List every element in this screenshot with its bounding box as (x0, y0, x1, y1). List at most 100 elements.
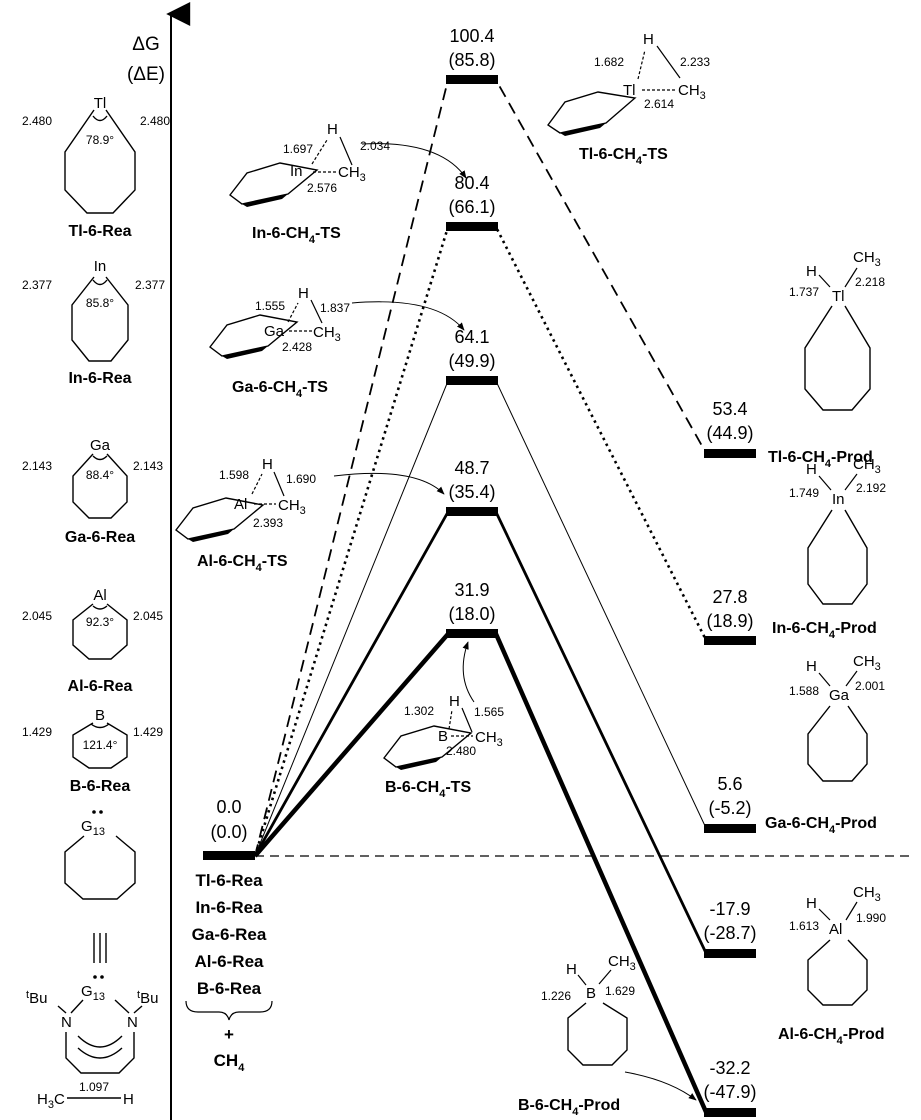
in-ts-h: H (327, 121, 338, 138)
tl-ts-atom: Tl (623, 82, 636, 99)
reactant-list-item: In-6-Rea (195, 898, 263, 917)
tl-ts-mc: 2.614 (644, 97, 674, 111)
tl-ts-h: H (643, 31, 654, 48)
ga-ts-hc: 1.837 (320, 301, 350, 315)
in-rea-bond-left: 2.377 (22, 278, 52, 292)
in-rea-atom: In (94, 258, 107, 275)
level-bar-al-prod (704, 949, 756, 958)
al-prod-h: H (806, 895, 817, 912)
value-ga-ts-g: 64.1 (454, 327, 489, 347)
generic-n-right: N (127, 1014, 138, 1031)
al-rea-ring (72, 603, 128, 660)
generic-h: H (123, 1091, 134, 1108)
tl-rea-label: Tl-6-Rea (68, 223, 131, 240)
value-al-prod-e: (-28.7) (703, 923, 756, 943)
ga-ts-h: H (298, 285, 309, 302)
in-prod-mh: 1.749 (789, 486, 819, 500)
prod-structures: H CH3 Tl 1.737 2.218 Tl-6-CH4-Prod H CH3… (518, 249, 886, 1118)
energy-levels (203, 75, 756, 1117)
tl-rea-bond-right: 2.480 (140, 114, 170, 128)
generic-ch-length: 1.097 (79, 1080, 109, 1094)
value-tl-prod-e: (44.9) (706, 423, 753, 443)
al-rea-angle: 92.3° (86, 615, 114, 629)
in-ts-ch3: CH3 (338, 164, 366, 184)
tl-prod-atom: Tl (832, 288, 845, 305)
tl-ts-hc: 2.233 (680, 55, 710, 69)
in-rea-angle: 85.8° (86, 296, 114, 310)
y-axis-label: ΔG (132, 34, 159, 55)
tl-ts-label: Tl-6-CH4-TS (579, 146, 668, 167)
value-in-prod-g: 27.8 (712, 587, 747, 607)
ga-ts-atom: Ga (264, 323, 285, 340)
level-bar-in-ts (446, 222, 498, 231)
tl-prod-mc: 2.218 (855, 275, 885, 289)
b-rea-ring (72, 722, 128, 769)
tl-prod-h: H (806, 263, 817, 280)
generic-g13-atom: G13 (81, 818, 105, 838)
in-prod-atom: In (832, 491, 845, 508)
reactant-list: Tl-6-Rea In-6-Rea Ga-6-Rea Al-6-Rea B-6-… (185, 871, 273, 1074)
ga-rea-label: Ga-6-Rea (65, 529, 135, 546)
reactant-list-item: Ga-6-Rea (192, 925, 267, 944)
al-ts-atom: Al (234, 496, 247, 513)
tl-rea-atom: Tl (94, 95, 107, 112)
ga-rea-atom: Ga (90, 437, 111, 454)
b-ts-structure: B H CH3 1.302 1.565 2.480 B-6-CH4-TS (383, 641, 504, 800)
ga-prod-label: Ga-6-CH4-Prod (765, 815, 877, 836)
al-prod-mc: 1.990 (856, 911, 886, 925)
al-ts-mc: 2.393 (253, 516, 283, 530)
value-al-ts-g: 48.7 (454, 458, 489, 478)
al-prod-mh: 1.613 (789, 919, 819, 933)
in-ts-hc: 2.034 (360, 139, 390, 153)
in-prod-h: H (806, 461, 817, 478)
b-rea-atom: B (95, 707, 105, 724)
tl-ts-structure: Tl H CH3 1.682 2.233 2.614 Tl-6-CH4-TS (547, 31, 710, 167)
level-bar-tl-prod (704, 449, 756, 458)
in-rea-ring (71, 276, 129, 362)
ga-ts-label: Ga-6-CH4-TS (232, 379, 328, 400)
generic-g13-atom-2: G13 (81, 983, 105, 1003)
value-al-ts-e: (35.4) (448, 482, 495, 502)
value-in-prod-e: (18.9) (706, 611, 753, 631)
value-ga-ts-e: (49.9) (448, 351, 495, 371)
al-ts-ch3: CH3 (278, 497, 306, 517)
ts-structures: Tl H CH3 1.682 2.233 2.614 Tl-6-CH4-TS I… (175, 31, 710, 800)
b-ts-ch3: CH3 (475, 729, 503, 749)
level-bar-reactant (203, 851, 255, 860)
generic-n-left: N (61, 1014, 72, 1031)
al-ts-structure: Al H CH3 1.598 1.690 2.393 Al-6-CH4-TS (175, 456, 445, 574)
value-ga-prod-g: 5.6 (717, 774, 742, 794)
value-in-ts-g: 80.4 (454, 173, 489, 193)
ga-rea-angle: 88.4° (86, 468, 114, 482)
value-tl-ts-g: 100.4 (449, 26, 494, 46)
value-rea-g: 0.0 (216, 797, 241, 817)
ga-prod-atom: Ga (829, 687, 850, 704)
ga-prod-structure: H CH3 Ga 1.588 2.001 Ga-6-CH4-Prod (765, 653, 885, 836)
reactant-plus: + (224, 1025, 234, 1044)
tl-prod-mh: 1.737 (789, 285, 819, 299)
tl-prod-label: Tl-6-CH4-Prod (768, 449, 873, 470)
value-tl-ts-e: (85.8) (448, 50, 495, 70)
b-ts-hc: 1.565 (474, 705, 504, 719)
tl-rea-angle: 78.9° (86, 133, 114, 147)
b-rea-bond-right: 1.429 (133, 725, 163, 739)
al-prod-label: Al-6-CH4-Prod (778, 1026, 885, 1047)
b-ts-atom: B (438, 728, 448, 745)
b-ts-mc: 2.480 (446, 744, 476, 758)
generic-g13-structure: G13 G13 N N tBu tBu H3C 1.097 H (26, 810, 158, 1111)
y-axis-label-sub: (ΔE) (127, 64, 165, 85)
level-bar-tl-ts (446, 75, 498, 84)
al-prod-atom: Al (829, 921, 842, 938)
in-ts-mh: 1.697 (283, 142, 313, 156)
b-prod-atom: B (586, 985, 596, 1002)
al-ts-mh: 1.598 (219, 468, 249, 482)
in-rea-bond-right: 2.377 (135, 278, 165, 292)
b-prod-mc: 1.629 (605, 984, 635, 998)
generic-tbu-right: tBu (137, 989, 158, 1007)
b-prod-structure: H CH3 B 1.226 1.629 B-6-CH4-Prod (518, 953, 697, 1118)
ga-prod-mh: 1.588 (789, 684, 819, 698)
reactant-list-item: Tl-6-Rea (195, 871, 263, 890)
path-in (253, 225, 708, 857)
tl-ts-ch3: CH3 (678, 82, 706, 102)
level-values: 0.0 (0.0) 100.4 (85.8) 80.4 (66.1) 64.1 … (210, 26, 756, 1102)
